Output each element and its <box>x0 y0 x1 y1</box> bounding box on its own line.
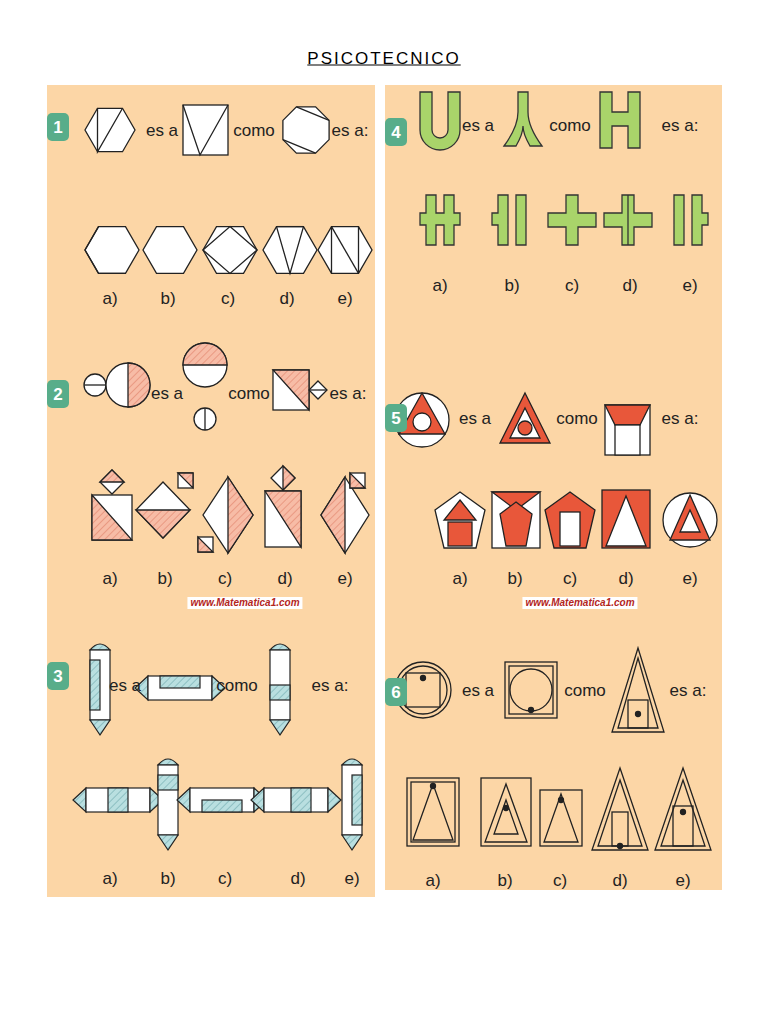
option-letter: b) <box>157 570 172 587</box>
callout-number: 5 <box>391 410 400 427</box>
analogy-word: es a <box>462 682 494 699</box>
option-letter: b) <box>504 277 519 294</box>
option-letter: d) <box>612 872 627 889</box>
analogy-word: como <box>228 385 270 402</box>
analogy-word: es a <box>109 677 141 694</box>
option-letter: d) <box>290 870 305 887</box>
puzzle-6 <box>395 648 711 850</box>
option-letter: c) <box>218 570 232 587</box>
number-badge: 6 <box>385 678 407 706</box>
analogy-word: es a: <box>662 117 699 134</box>
option-letter: d) <box>279 290 294 307</box>
option-letter: a) <box>432 277 447 294</box>
panel <box>385 85 722 890</box>
analogy-word: es a <box>459 410 491 427</box>
option-letter: d) <box>277 570 292 587</box>
callout-number: 6 <box>391 684 400 701</box>
puzzle-1 <box>85 105 372 273</box>
option-letter: e) <box>344 870 359 887</box>
option-letter: a) <box>452 570 467 587</box>
option-letter: e) <box>337 570 352 587</box>
number-badge: 3 <box>47 662 69 690</box>
panel <box>47 85 375 897</box>
option-letter: b) <box>497 872 512 889</box>
option-letter: c) <box>565 277 579 294</box>
analogy-word: es a: <box>312 677 349 694</box>
callout-number: 3 <box>53 668 62 685</box>
option-letter: a) <box>102 570 117 587</box>
callout-number: 4 <box>391 124 400 141</box>
analogy-word: como <box>556 410 598 427</box>
analogy-word: es a <box>462 117 494 134</box>
number-badge: 2 <box>47 380 69 408</box>
option-letter: c) <box>218 870 232 887</box>
option-letter: b) <box>160 870 175 887</box>
analogy-word: es a: <box>330 385 367 402</box>
puzzle-4 <box>420 92 708 245</box>
option-letter: e) <box>682 570 697 587</box>
analogy-word: es a: <box>670 682 707 699</box>
analogy-word: es a <box>151 385 183 402</box>
option-letter: c) <box>221 290 235 307</box>
option-letter: c) <box>553 872 567 889</box>
watermark: www.Matematica1.com <box>522 597 637 609</box>
option-letter: e) <box>682 277 697 294</box>
analogy-word: es a: <box>332 122 369 139</box>
callout-number: 1 <box>53 119 62 136</box>
analogy-word: como <box>233 122 275 139</box>
option-letter: e) <box>675 872 690 889</box>
option-letter: a) <box>102 290 117 307</box>
callout-number: 2 <box>53 386 62 403</box>
analogy-word: es a: <box>662 410 699 427</box>
option-letter: a) <box>425 872 440 889</box>
puzzle-2 <box>84 343 369 553</box>
puzzle-3 <box>73 644 362 850</box>
analogy-word: como <box>549 117 591 134</box>
option-letter: d) <box>618 570 633 587</box>
option-letter: a) <box>102 870 117 887</box>
page-title: PSICOTECNICO <box>307 50 460 67</box>
analogy-word: es a <box>146 122 178 139</box>
puzzle-5 <box>395 393 717 548</box>
option-letter: c) <box>563 570 577 587</box>
number-badge: 1 <box>47 113 69 141</box>
analogy-word: como <box>216 677 258 694</box>
analogy-word: como <box>564 682 606 699</box>
number-badge: 5 <box>385 404 407 432</box>
option-letter: b) <box>160 290 175 307</box>
watermark: www.Matematica1.com <box>187 597 302 609</box>
option-letter: b) <box>507 570 522 587</box>
option-letter: d) <box>622 277 637 294</box>
number-badge: 4 <box>385 118 407 146</box>
option-letter: e) <box>337 290 352 307</box>
